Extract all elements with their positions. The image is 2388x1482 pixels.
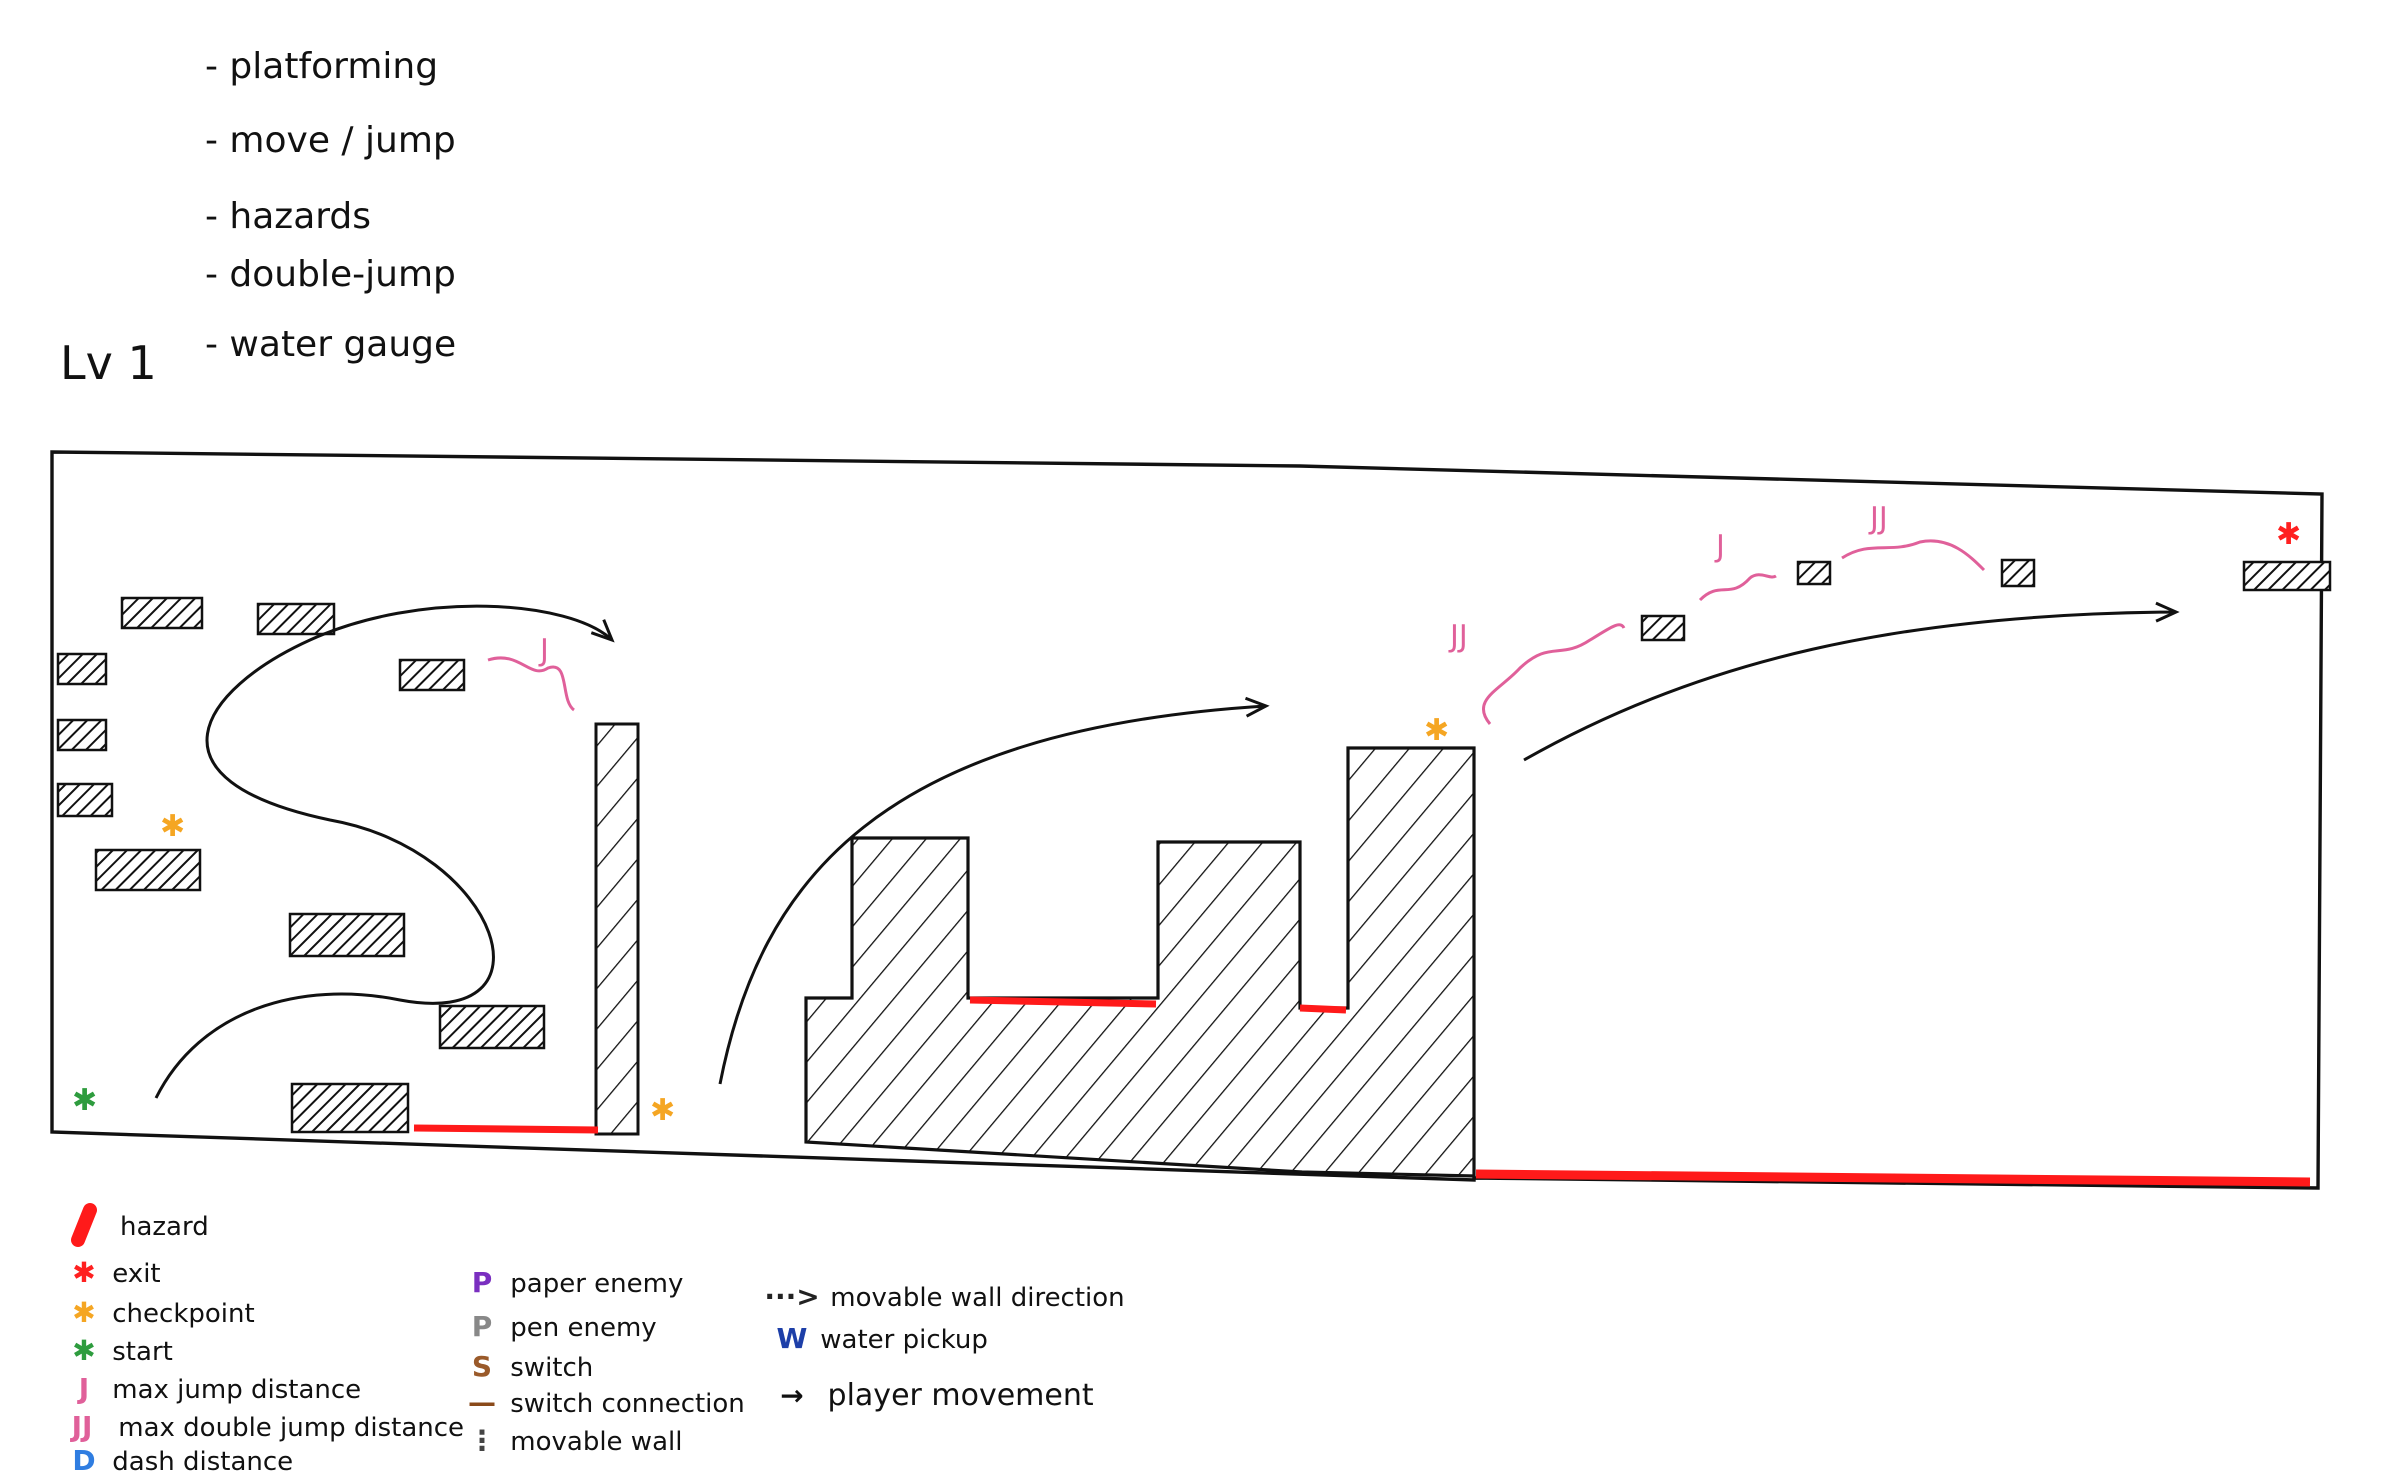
hazard-swatch: [71, 1203, 97, 1247]
water-pickup-icon: W: [776, 1322, 808, 1355]
legend-label: movable wall: [510, 1427, 683, 1457]
platform-block: [288, 912, 406, 958]
legend-label: exit: [112, 1259, 161, 1289]
legend-hazard-label: hazard: [120, 1212, 209, 1242]
platform-block: [56, 718, 108, 752]
legend-paper-enemy: P paper enemy: [462, 1266, 684, 1299]
legend-label: movable wall direction: [830, 1283, 1125, 1313]
hazard-line: [1299, 1004, 1347, 1014]
checkpoint-icon: ✱: [72, 1296, 96, 1329]
legend-jump: J max jump distance: [64, 1372, 361, 1405]
exit-icon: ✱: [72, 1256, 96, 1289]
legend-label: switch: [510, 1353, 594, 1383]
jump-squiggle: [1698, 573, 1777, 602]
legend-label: start: [112, 1337, 173, 1367]
legend-label: max jump distance: [112, 1375, 362, 1405]
checkpoint-icon: ✱: [650, 1093, 675, 1128]
platform-block: [56, 652, 108, 686]
jump-label: J: [538, 633, 549, 668]
double-jump-squiggle: [1482, 623, 1626, 725]
legend-label: max double jump distance: [118, 1413, 465, 1443]
legend-movable-wall: ⋮ movable wall: [462, 1424, 682, 1457]
hazards: [413, 996, 2311, 1187]
dash-icon: D: [72, 1444, 96, 1477]
switch-icon: S: [471, 1350, 493, 1383]
legend-water-pickup: W water pickup: [772, 1322, 988, 1355]
legend-movable-wall-direction: ···> movable wall direction: [762, 1280, 1125, 1313]
paper-enemy-icon: P: [471, 1266, 493, 1299]
movable-wall-icon: ⋮: [468, 1424, 496, 1457]
double-jump-squiggle: [1841, 539, 1986, 572]
jump-label: J: [1714, 529, 1725, 564]
platform-block: [398, 658, 466, 692]
markers: ✱ ✱ ✱ ✱ ✱: [72, 517, 2301, 1128]
jump-squiggle: [487, 656, 576, 712]
jump-annotations: [487, 539, 1986, 725]
platform-block: [1796, 560, 1832, 586]
double-jump-label: JJ: [1448, 619, 1468, 654]
legend-label: switch connection: [510, 1389, 745, 1419]
checkpoint-icon: ✱: [160, 809, 185, 844]
start-icon: ✱: [72, 1083, 97, 1118]
legend-label: paper enemy: [510, 1269, 684, 1299]
legend-double-jump: JJ max double jump distance: [54, 1410, 464, 1443]
platforms: [56, 558, 2332, 1136]
legend-switch-connection: — switch connection: [462, 1386, 745, 1419]
jump-icon: J: [78, 1372, 90, 1405]
legend-label: checkpoint: [112, 1299, 255, 1329]
hazard-line: [413, 1124, 599, 1134]
legend-pen-enemy: P pen enemy: [462, 1310, 657, 1343]
legend-switch: S switch: [462, 1350, 593, 1383]
platform-block: [56, 782, 114, 818]
platform-block: [438, 1004, 546, 1050]
level-label: Lv 1: [60, 336, 157, 390]
exit-platform: [2242, 560, 2332, 592]
legend-start: ✱ start: [64, 1334, 173, 1367]
platform-block: [290, 1082, 410, 1134]
note-item: - double-jump: [205, 254, 456, 295]
movement-arrow: [718, 696, 1270, 1085]
note-item: - water gauge: [205, 324, 457, 365]
start-icon: ✱: [72, 1334, 96, 1367]
legend-label: dash distance: [112, 1447, 294, 1477]
level-boundary: [50, 450, 2324, 1190]
legend-label: player movement: [827, 1378, 1094, 1413]
legend-exit: ✱ exit: [64, 1256, 161, 1289]
hazard-line: [969, 996, 1157, 1008]
platform-block: [2000, 558, 2036, 588]
platform-block: [94, 848, 202, 892]
dotted-arrow-icon: ···>: [764, 1280, 820, 1313]
checkpoint-icon: ✱: [1424, 713, 1449, 748]
double-jump-label: JJ: [1868, 501, 1888, 536]
legend-player-movement: → player movement: [766, 1378, 1094, 1413]
legend-label: water pickup: [820, 1325, 988, 1355]
platform-block: [1640, 614, 1686, 642]
arrow-right-icon: →: [780, 1379, 804, 1412]
exit-icon: ✱: [2276, 517, 2301, 552]
pen-enemy-icon: P: [471, 1310, 493, 1343]
legend-checkpoint: ✱ checkpoint: [64, 1296, 255, 1329]
terrain-mass: [804, 746, 1476, 1178]
movement-arrow: [1523, 601, 2180, 762]
movement-arrow: [154, 604, 615, 1099]
note-item: - platforming: [205, 46, 439, 87]
legend-dash: D dash distance: [64, 1444, 293, 1477]
hazard-line: [1475, 1169, 2311, 1187]
platform-block: [256, 602, 336, 636]
note-item: - move / jump: [205, 120, 456, 161]
player-movement-paths: [154, 601, 2180, 1099]
double-jump-icon: JJ: [71, 1410, 93, 1443]
switch-connection-icon: —: [468, 1386, 496, 1419]
platform-block: [120, 596, 204, 630]
note-item: - hazards: [205, 196, 372, 237]
tall-pillar: [594, 722, 640, 1136]
legend-label: pen enemy: [510, 1313, 657, 1343]
